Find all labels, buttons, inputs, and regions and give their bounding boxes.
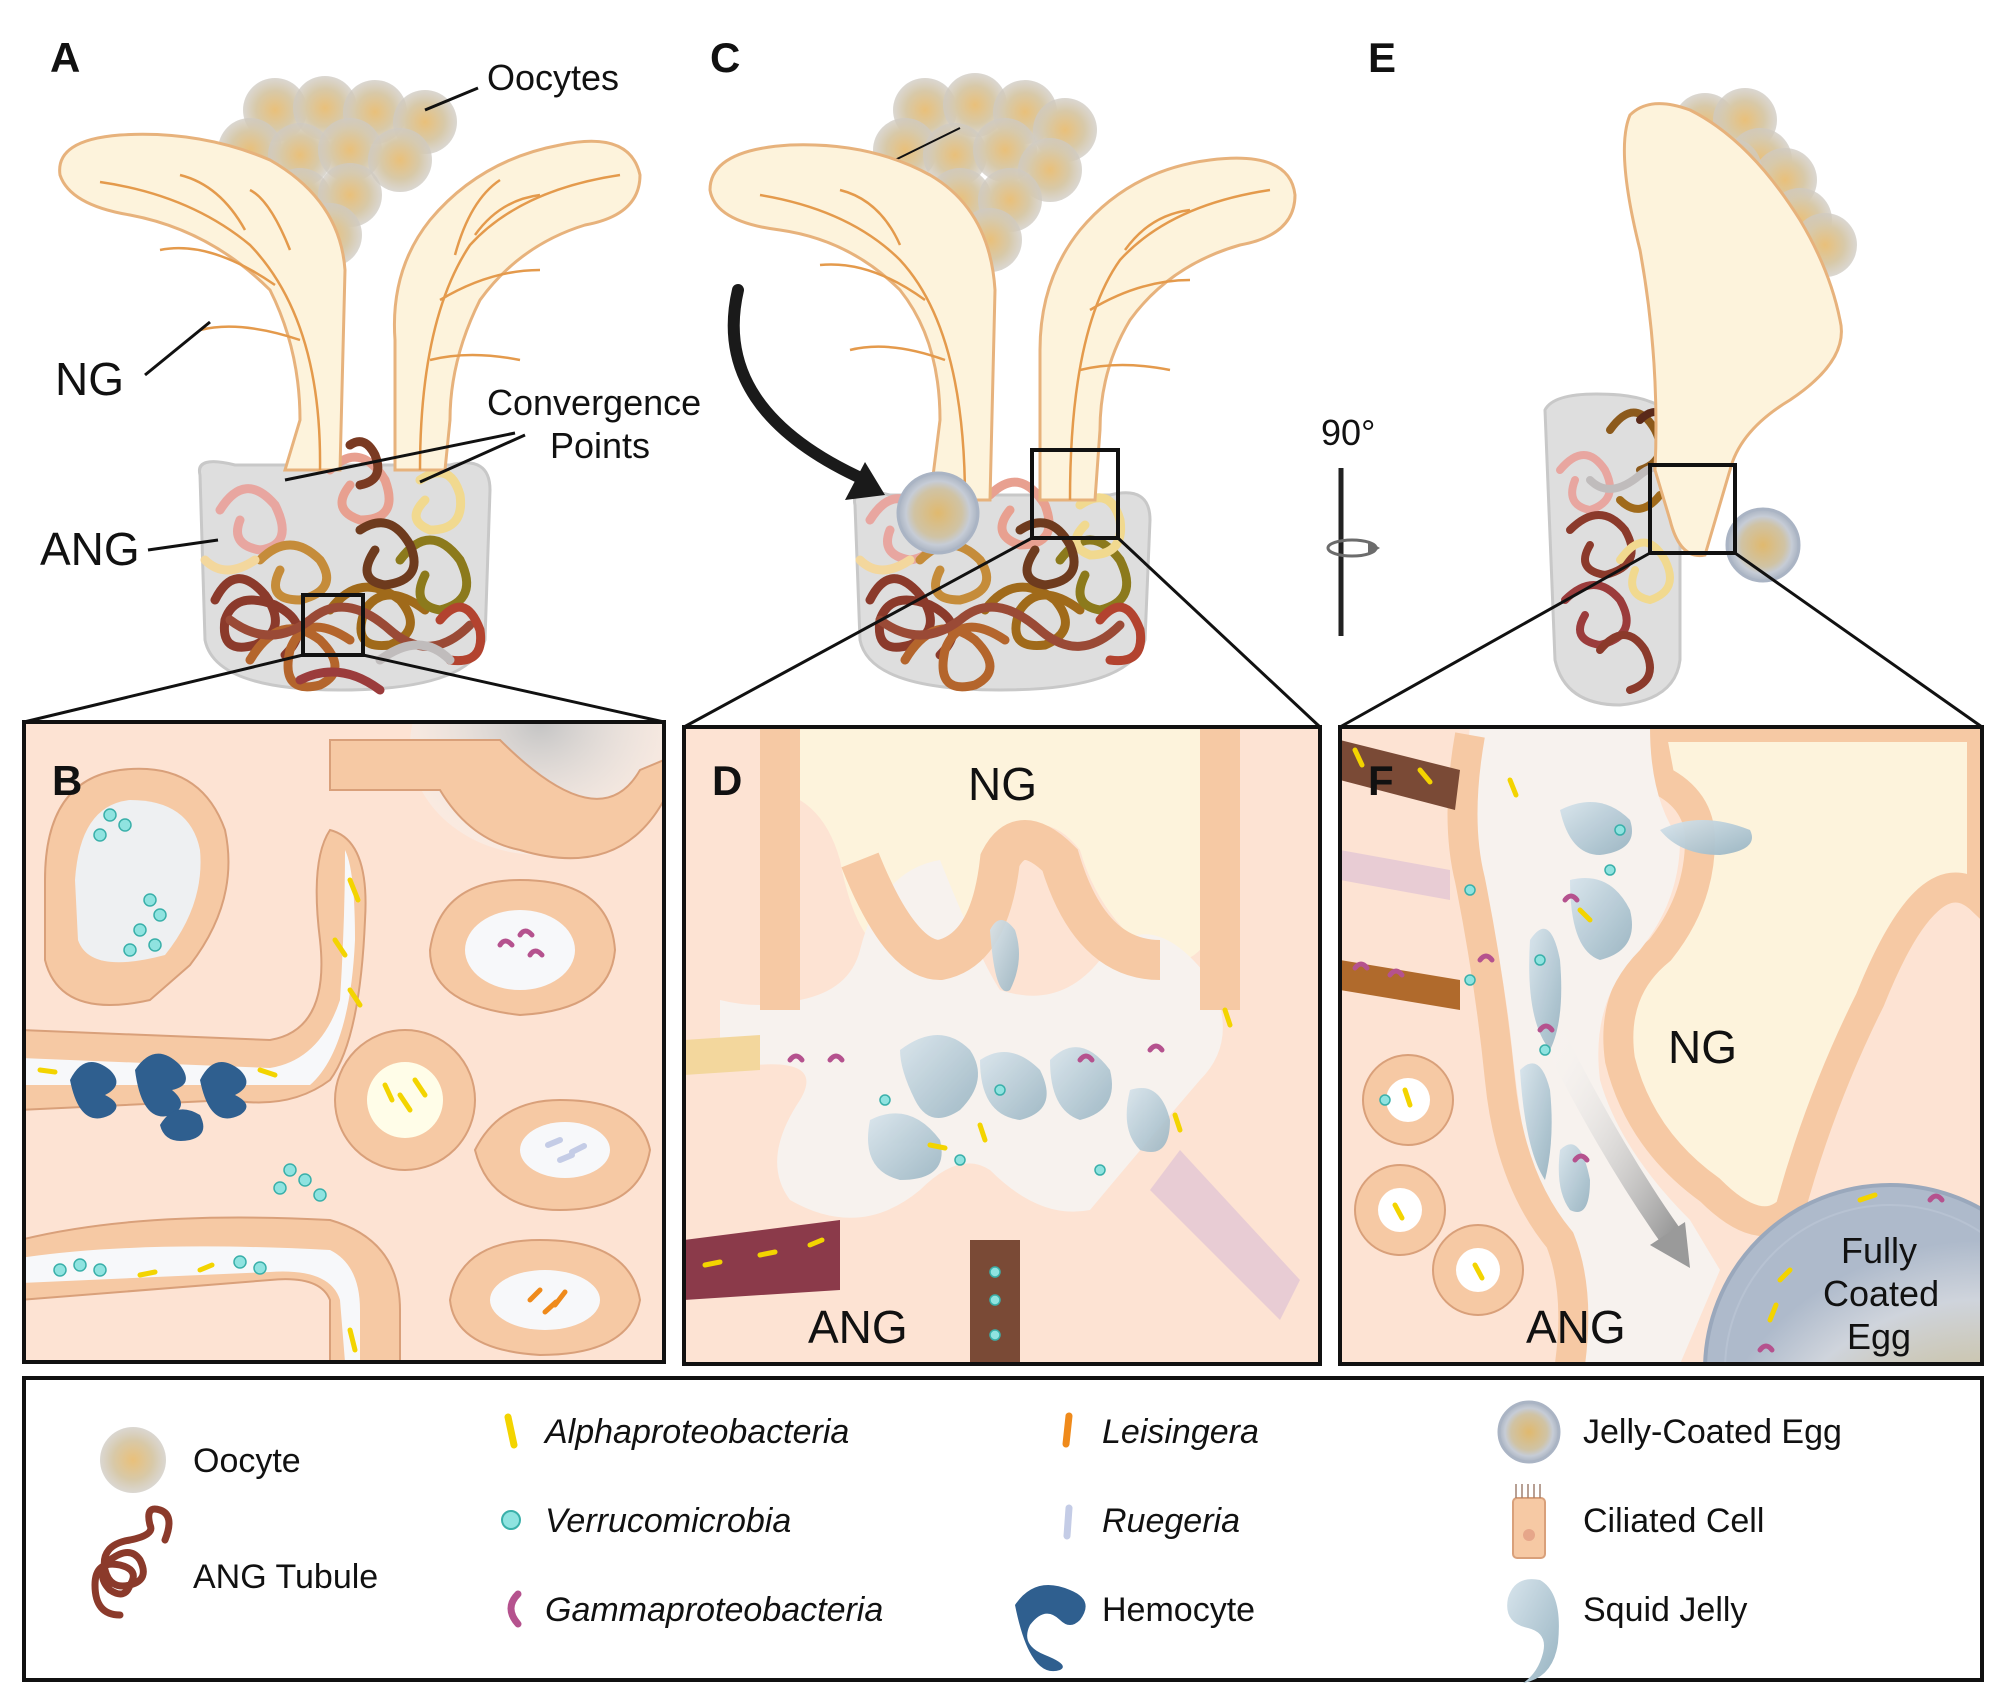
nidamental-gland-c [708,143,1297,502]
rotation-angle-label: 90° [1321,412,1375,453]
squid-jelly-legend-icon [1507,1579,1559,1683]
oocyte-legend-icon [100,1427,166,1493]
inset-box-c [1030,448,1120,540]
legend-ruegeria-label: Ruegeria [1102,1502,1240,1540]
legend-gammaproteobacteria-label: Gammaproteobacteria [545,1591,883,1629]
legend-leisingera-label: Leisingera [1102,1413,1259,1451]
legend-verrucomicrobia-label: Verrucomicrobia [545,1502,791,1540]
legend-ciliated-cell-label: Ciliated Cell [1583,1502,1764,1540]
leisingera-legend-icon [1062,1412,1073,1448]
nidamental-gland-e [1622,102,1843,558]
convergence-label-line1: Convergence [487,382,701,423]
inset-box-a [301,593,365,657]
panel-label-a: A [50,34,80,81]
legend-oocyte-label: Oocyte [193,1442,301,1480]
hemocyte-legend-icon [1015,1585,1086,1672]
egg-movement-arrow-f [1539,1024,1680,1242]
ang-label-f: ANG [1526,1301,1626,1353]
rotation-indicator [1326,468,1380,636]
alphaproteobacteria-legend-icon [504,1413,518,1449]
panel-label-d: D [712,757,742,804]
ng-label-d: NG [968,758,1037,810]
fully-coated-egg-label-line2: Coated [1823,1273,1939,1314]
panel-e-illustration [1339,88,1983,729]
legend-jelly-coated-egg-label: Jelly-Coated Egg [1583,1413,1842,1451]
ang-tubule-legend-icon [91,1505,173,1619]
ng-label-a: NG [55,353,124,405]
panel-a-illustration [23,76,665,724]
convergence-label-line2: Points [550,425,650,466]
legend-hemocyte-label: Hemocyte [1102,1591,1255,1629]
fully-coated-egg [1703,1183,1982,1364]
ang-label-a: ANG [40,523,140,575]
nidamental-gland-a [58,132,642,472]
inset-box-e [1648,463,1737,555]
ciliated-cell-legend-icon [1512,1484,1546,1559]
egg-path-arrow [727,284,871,486]
ang-label-d: ANG [808,1301,908,1353]
ng-label-f: NG [1668,1021,1737,1073]
legend-box [22,1376,1984,1683]
panel-label-f: F [1368,757,1394,804]
ruegeria-legend-icon [1063,1504,1073,1540]
jelly-coated-egg-c [896,471,980,555]
legend-ang-tubule-label: ANG Tubule [193,1558,378,1596]
jelly-coated-egg-e [1725,507,1801,583]
oocytes-label: Oocytes [487,57,619,98]
panel-f-inset [1338,725,1984,1366]
panel-label-b: B [52,757,82,804]
jelly-coated-egg-legend-icon [1497,1400,1561,1464]
fully-coated-egg-label-line3: Egg [1847,1316,1911,1357]
panel-d-inset [682,725,1322,1366]
gammaproteobacteria-legend-icon [507,1590,522,1628]
panel-label-c: C [710,34,740,81]
fully-coated-egg-label-line1: Fully [1841,1230,1917,1271]
verrucomicrobia-legend-icon [501,1510,521,1530]
panel-c-illustration [683,73,1322,729]
panel-b-inset [22,720,666,1364]
legend-alphaproteobacteria-label: Alphaproteobacteria [543,1413,849,1451]
panel-label-e: E [1368,34,1396,81]
legend-squid-jelly-label: Squid Jelly [1583,1591,1747,1629]
